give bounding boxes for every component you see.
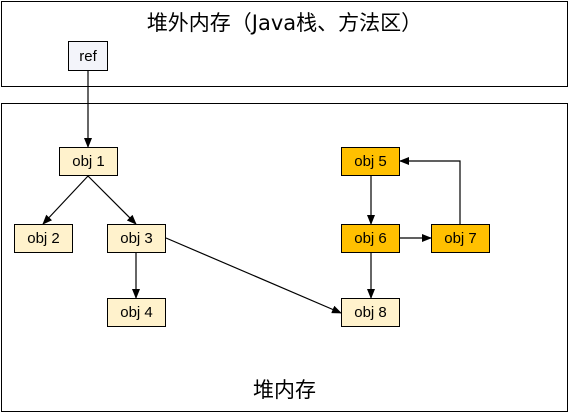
obj4-node: obj 4 [107,298,166,327]
ref-node: ref [68,41,108,71]
obj7-node: obj 7 [431,224,490,253]
heap-title: 堆内存 [253,378,316,402]
obj6-node: obj 6 [341,224,400,253]
obj5-node: obj 5 [341,147,400,176]
obj8-node: obj 8 [341,298,400,327]
obj1-node: obj 1 [59,147,118,176]
obj2-node: obj 2 [14,224,73,253]
obj3-node: obj 3 [107,224,166,253]
off-heap-title: 堆外内存（Java栈、方法区） [146,11,423,35]
